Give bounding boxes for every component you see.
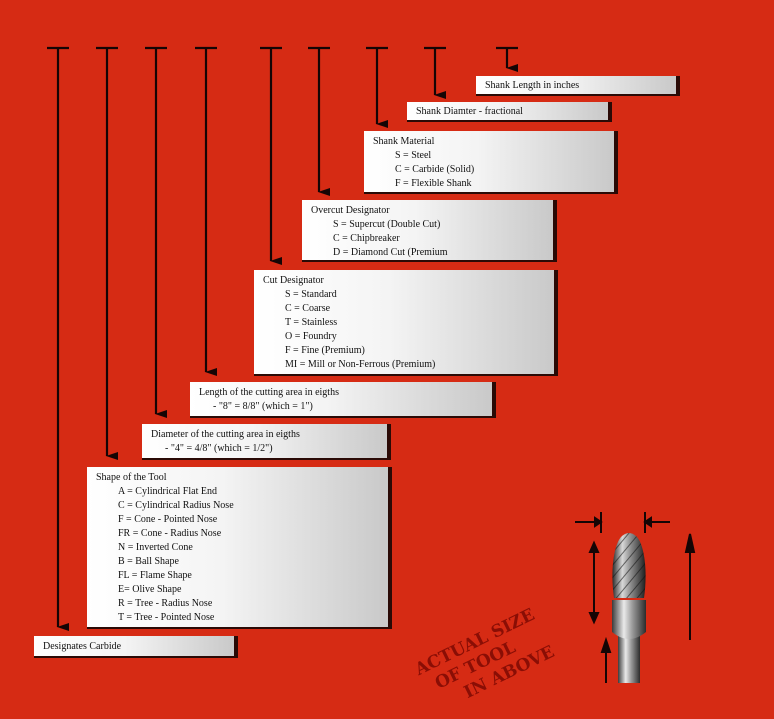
dimension-markers — [575, 512, 696, 683]
shape-option: R = Tree - Radius Nose — [118, 598, 213, 609]
cut-diameter-title: Diameter of the cutting area in eigths — [151, 429, 300, 440]
leader-arrows — [47, 46, 518, 631]
shape-option: A = Cylindrical Flat End — [118, 486, 217, 497]
cut-diameter-example: - "4" = 4/8" (which = 1/2") — [165, 443, 273, 454]
cut-option: T = Stainless — [285, 317, 338, 328]
shape-option: FR = Cone - Radius Nose — [118, 528, 222, 539]
cut-designator-box: Cut Designator S = Standard C = Coarse T… — [254, 270, 558, 376]
shape-option: E= Olive Shape — [118, 584, 182, 595]
shank-length-box: Shank Length in inches — [476, 76, 680, 96]
shape-option: B = Ball Shape — [118, 556, 179, 567]
overcut-option: S = Supercut (Double Cut) — [333, 219, 441, 230]
cut-option: C = Coarse — [285, 303, 331, 314]
cut-option: MI = Mill or Non-Ferrous (Premium) — [285, 359, 436, 370]
cut-option: S = Standard — [285, 289, 337, 300]
shape-option: F = Cone - Pointed Nose — [118, 514, 218, 525]
tool-shape-title: Shape of the Tool — [96, 472, 167, 483]
cut-length-example: - "8" = 8/8" (which = 1") — [213, 401, 313, 412]
shape-option: N = Inverted Cone — [118, 542, 193, 553]
cut-diameter-box: Diameter of the cutting area in eigths -… — [142, 424, 391, 460]
cut-length-title: Length of the cutting area in eigths — [199, 387, 339, 398]
shank-material-option: F = Flexible Shank — [395, 178, 472, 189]
shank-material-option: S = Steel — [395, 150, 432, 161]
overcut-designator-box: Overcut Designator S = Supercut (Double … — [302, 200, 557, 262]
designates-carbide-box: Designates Carbide — [34, 636, 238, 658]
shank-diameter-label: Shank Diamter - fractional — [416, 106, 523, 117]
shape-option: T = Tree - Pointed Nose — [118, 612, 215, 623]
shank-length-label: Shank Length in inches — [485, 80, 580, 91]
overcut-title: Overcut Designator — [311, 205, 390, 216]
cut-length-box: Length of the cutting area in eigths - "… — [190, 382, 496, 418]
cut-designator-title: Cut Designator — [263, 275, 324, 286]
cut-option: F = Fine (Premium) — [285, 345, 365, 356]
designates-carbide-label: Designates Carbide — [43, 641, 122, 652]
burr-tool-illustration — [612, 533, 646, 683]
shape-option: C = Cylindrical Radius Nose — [118, 500, 234, 511]
overcut-option: D = Diamond Cut (Premium — [333, 247, 448, 258]
shank-diameter-box: Shank Diamter - fractional — [407, 102, 612, 122]
shank-material-box: Shank Material S = Steel C = Carbide (So… — [364, 131, 618, 194]
cut-option: O = Foundry — [285, 331, 337, 342]
overcut-option: C = Chipbreaker — [333, 233, 400, 244]
shank-material-title: Shank Material — [373, 136, 435, 147]
diagram-canvas — [47, 46, 696, 683]
shank-material-option: C = Carbide (Solid) — [395, 164, 475, 175]
tool-shape-box: Shape of the Tool A = Cylindrical Flat E… — [87, 467, 392, 629]
shape-option: FL = Flame Shape — [118, 570, 192, 581]
